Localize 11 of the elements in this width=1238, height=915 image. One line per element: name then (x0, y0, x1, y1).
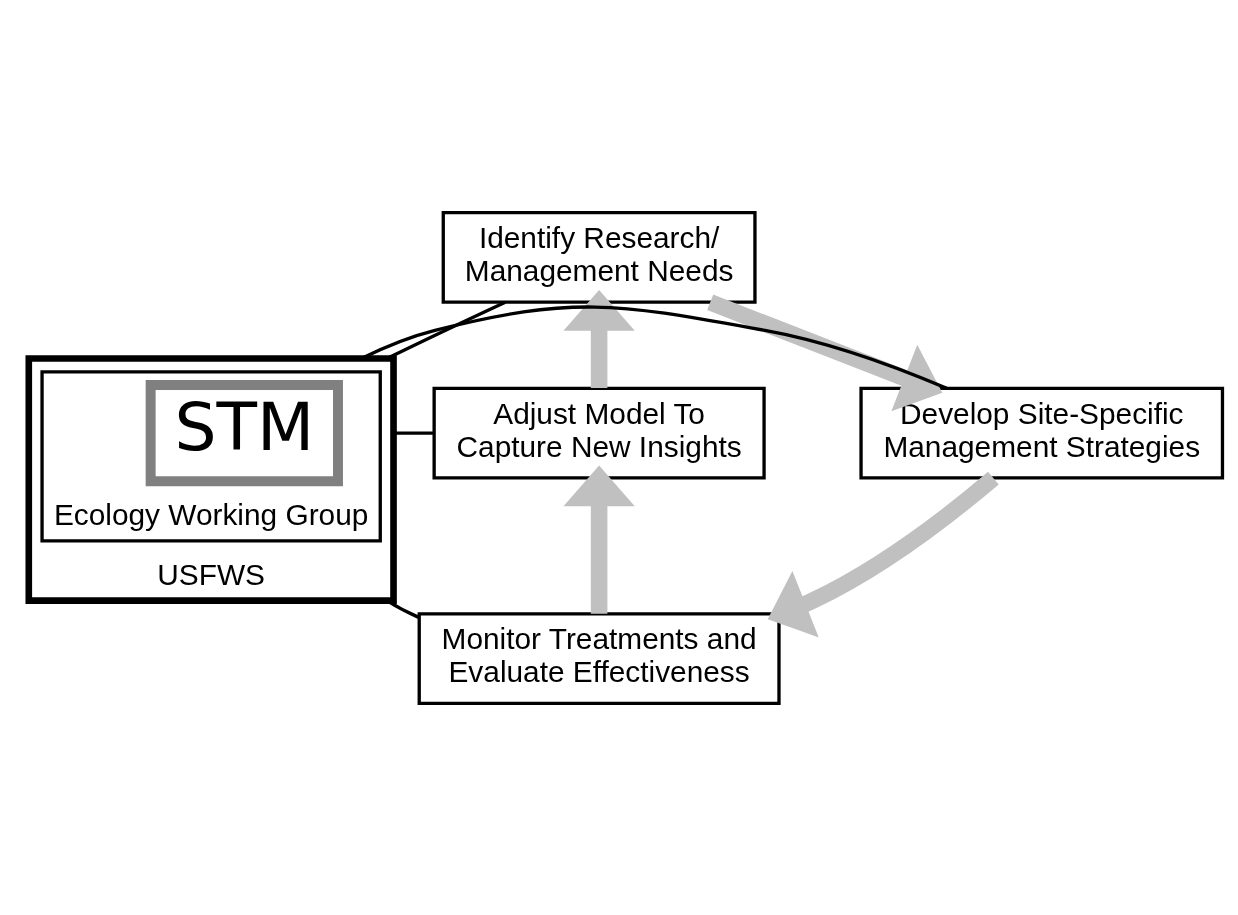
node-box: Identify Research/ Management Needs (441, 210, 757, 304)
node-box: Adjust Model To Capture New Insights (432, 386, 766, 480)
arrow (563, 289, 635, 388)
node-box: Develop Site-Specific Management Strategies (859, 386, 1225, 480)
arrow (707, 294, 943, 411)
node-box: Monitor Treatments and Evaluate Effectiveness (417, 611, 781, 705)
node-box: STM (145, 379, 343, 486)
arrow (767, 471, 999, 637)
connector (393, 430, 434, 435)
connector (360, 305, 948, 390)
arrow (563, 465, 635, 614)
